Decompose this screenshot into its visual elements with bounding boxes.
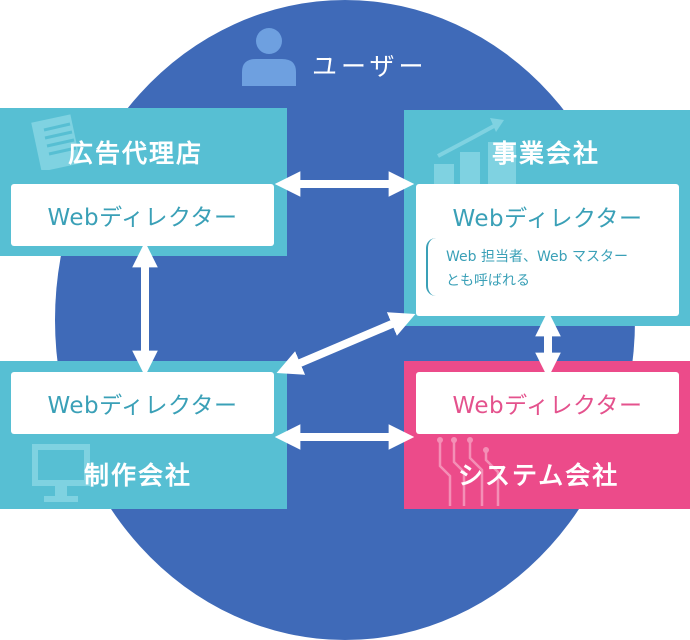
agency-director-box: Webディレクター	[11, 184, 274, 246]
note-bracket	[426, 238, 438, 296]
business-note-line2: とも呼ばれる	[446, 273, 530, 289]
production-director-box: Webディレクター	[11, 372, 274, 434]
business-title: 事業会社	[492, 139, 601, 168]
circuit-icon	[430, 436, 510, 508]
user-label: ユーザー	[312, 52, 428, 81]
business-director-label: Webディレクター	[452, 206, 643, 232]
agency-title: 広告代理店	[68, 139, 204, 168]
business-director-card	[416, 184, 679, 316]
system-director-box: Webディレクター	[416, 372, 679, 434]
relationship-arrows	[132, 171, 561, 450]
system-title: システム会社	[458, 461, 620, 490]
production-title: 制作会社	[84, 461, 193, 490]
user-icon	[240, 24, 298, 86]
business-note-line1: Web 担当者、Web マスター	[446, 249, 628, 265]
document-icon	[30, 110, 100, 170]
monitor-icon	[28, 440, 94, 506]
arrow-business-production	[276, 312, 416, 375]
growth-chart-icon	[432, 112, 522, 184]
